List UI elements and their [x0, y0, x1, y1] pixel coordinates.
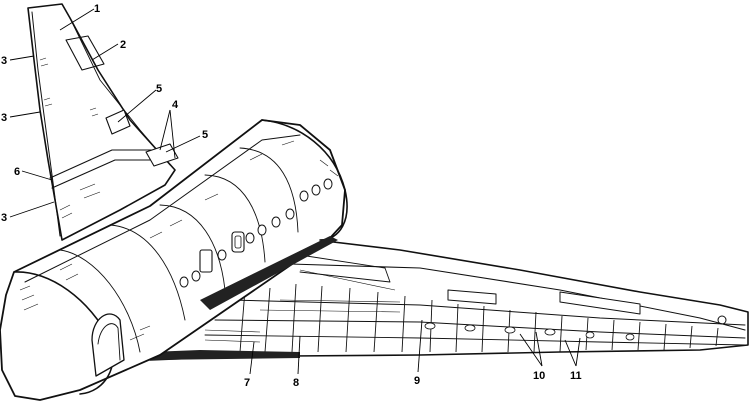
- callout-3-bottom: 3: [1, 212, 7, 224]
- callout-11: 11: [570, 370, 582, 382]
- callout-3-middle: 3: [1, 112, 7, 124]
- callout-3-top: 3: [1, 55, 7, 67]
- callout-1: 1: [94, 3, 100, 15]
- wing-cutaway: [149, 237, 749, 361]
- callout-5-lower: 5: [202, 129, 208, 141]
- callout-7: 7: [244, 377, 250, 389]
- leader-lines: [9, 8, 581, 375]
- callout-8: 8: [293, 377, 299, 389]
- callout-2: 2: [120, 39, 126, 51]
- fuselage: [0, 119, 348, 401]
- callout-5-upper: 5: [156, 83, 162, 95]
- callout-9: 9: [414, 375, 420, 387]
- callout-6: 6: [14, 166, 20, 178]
- callout-10: 10: [533, 370, 545, 382]
- callout-labels: 1 2 3 3 3 4 5 5 6 7 8 9 10 11: [1, 3, 582, 389]
- vertical-stabilizer: [27, 3, 179, 241]
- callout-4: 4: [172, 99, 179, 111]
